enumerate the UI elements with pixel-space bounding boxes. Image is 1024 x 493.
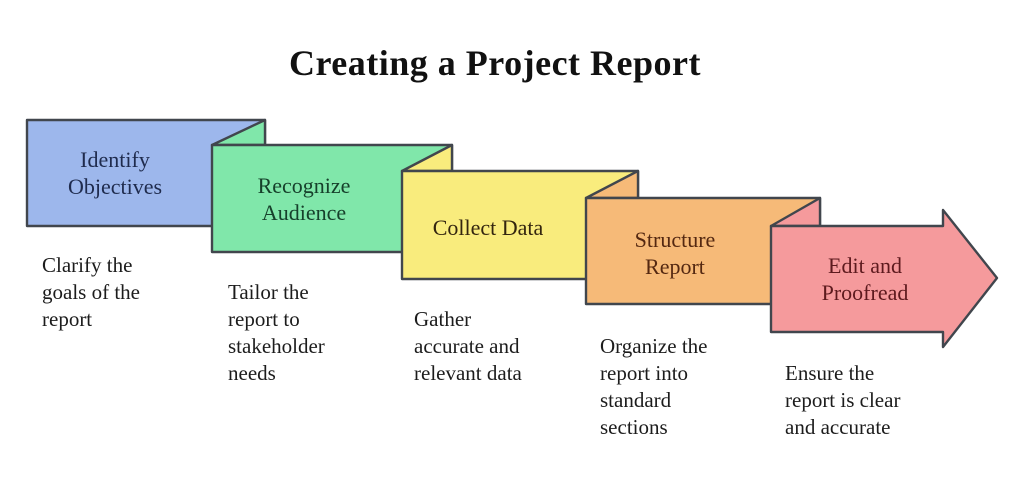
step-description-recognize-audience: Tailor the report to stakeholder needs — [228, 280, 325, 385]
step-description-structure-report: Organize the report into standard sectio… — [600, 334, 708, 439]
step-label-edit-proofread: Edit and Proofread — [821, 253, 909, 305]
arrow-shape — [769, 208, 999, 349]
step-description-identify-objectives: Clarify the goals of the report — [42, 253, 140, 331]
step-description-collect-data: Gather accurate and relevant data — [414, 307, 522, 385]
step-label-recognize-audience: Recognize Audience — [257, 173, 351, 225]
step-description-edit-proofread: Ensure the report is clear and accurate — [785, 361, 901, 439]
diagram-title: Creating a Project Report — [288, 43, 702, 83]
step-label-structure-report: Structure Report — [634, 227, 716, 279]
step-label-identify-objectives: Identify Objectives — [67, 147, 163, 199]
step-shape-edit-proofread-arrow — [769, 196, 999, 349]
step-label-collect-data: Collect Data — [432, 215, 544, 240]
